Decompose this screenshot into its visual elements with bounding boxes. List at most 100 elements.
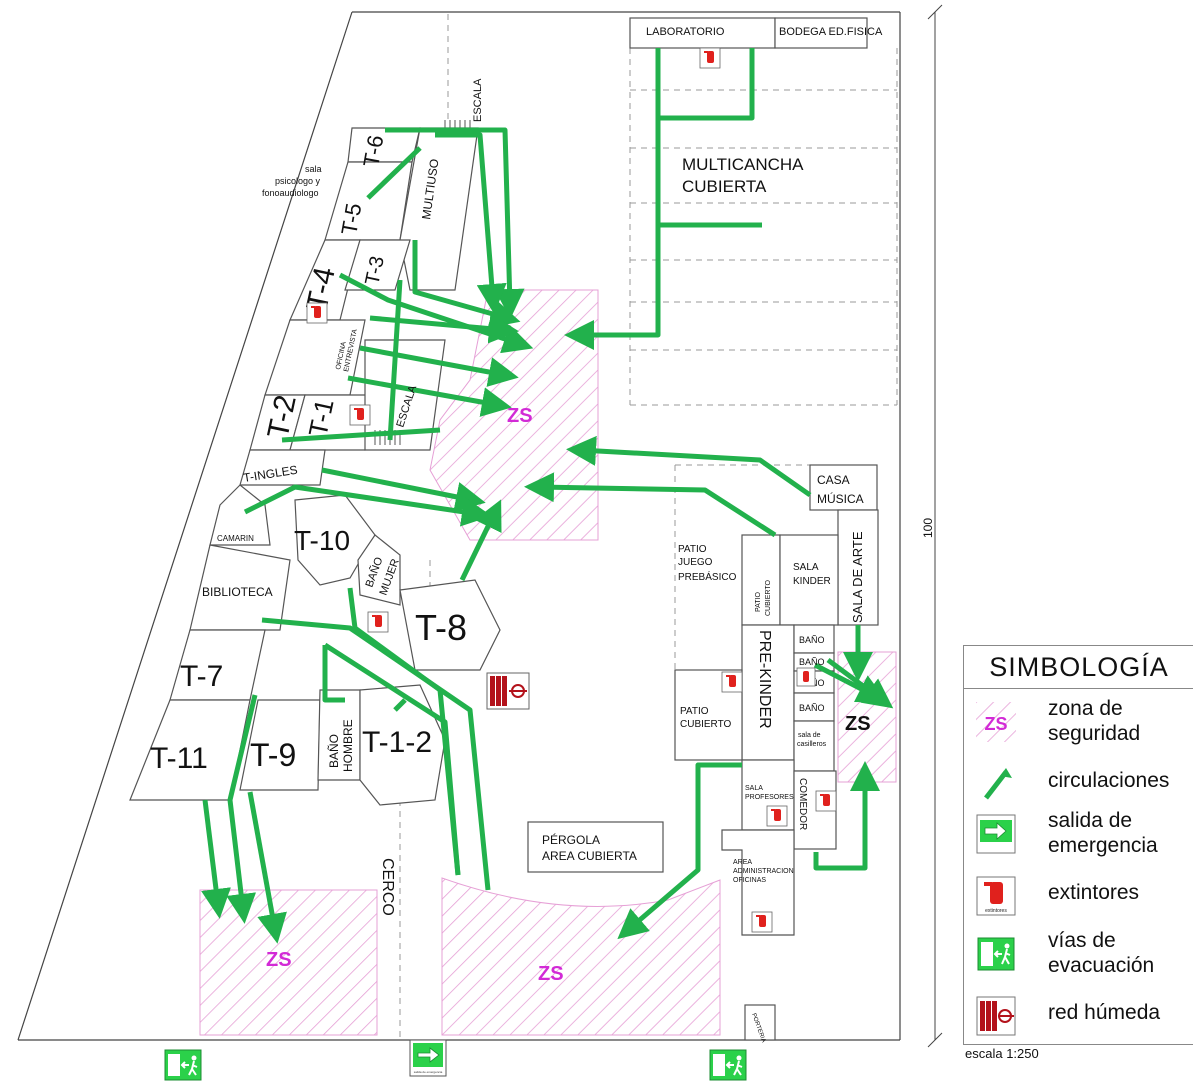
- legend-title: SIMBOLOGÍA: [964, 646, 1193, 689]
- extinguisher-icon: [367, 611, 389, 633]
- room-t3: [344, 239, 411, 291]
- label-bano4: BAÑO: [799, 703, 825, 713]
- route-admin: [617, 762, 742, 940]
- scale-note: escala 1:250: [965, 1046, 1039, 1061]
- label-t8: T-8: [415, 607, 467, 648]
- legend-item-hydrant: red húmeda: [964, 988, 1193, 1046]
- label-t10: T-10: [294, 525, 350, 556]
- safety-zone-southwest: [199, 889, 378, 1036]
- extinguisher-icon: [306, 302, 328, 324]
- route-ingles: [321, 467, 486, 512]
- label-patio-juego-2: JUEGO: [678, 557, 713, 568]
- label-patio-cubierto-1: PATIO: [680, 706, 709, 717]
- room-pre-kinder: [741, 624, 795, 761]
- dimension-label: 100: [921, 518, 935, 538]
- route-multicancha-main: [564, 118, 661, 350]
- legend-item-exit: salida de emergencia: [964, 806, 1193, 864]
- label-bano1: BAÑO: [799, 635, 825, 645]
- label-patio-juego-3: PREBÁSICO: [678, 570, 737, 583]
- label-escala-top: ESCALA: [472, 78, 484, 122]
- legend: SIMBOLOGÍA ZS zona de seguridad circulac…: [963, 645, 1193, 1045]
- label-bano-hombre-1: BAÑO: [327, 734, 341, 768]
- extinguisher-icon: [699, 47, 721, 69]
- svg-text:extintores: extintores: [985, 908, 1007, 914]
- label-patio-cubierto-2: CUBIERTO: [680, 719, 732, 730]
- zs-label-east: ZS: [845, 713, 871, 735]
- route-t11: [201, 799, 231, 919]
- label-bano-hombre-2: HOMBRE: [341, 719, 355, 772]
- route-bano-b: [826, 657, 894, 709]
- label-camarin: CAMARIN: [217, 534, 254, 543]
- room-t12: [359, 684, 446, 806]
- route-casa-musica: [566, 435, 812, 498]
- label-area-admin-1: AREA: [733, 859, 752, 866]
- room-bodega: [774, 17, 868, 49]
- emergency-exit-icon: salida de emergencia: [409, 1039, 447, 1077]
- room-t-ingles: [239, 449, 326, 486]
- safety-zone-south: [441, 877, 721, 1036]
- label-comedor: COMEDOR: [797, 778, 808, 830]
- evacuation-sign-icon: [977, 937, 1015, 971]
- route-multicancha: [655, 48, 755, 121]
- dashed-grid: [399, 14, 898, 1040]
- room-t8: [399, 579, 501, 671]
- label-multicancha-2: CUBIERTA: [682, 177, 767, 196]
- label-bano2: BAÑO: [799, 657, 825, 667]
- legend-item-arrow: circulaciones: [964, 756, 1193, 814]
- room-sala-casilleros: [793, 720, 835, 772]
- label-area-admin-3: OFICINAS: [733, 877, 766, 884]
- svg-text:ZS: ZS: [984, 714, 1007, 734]
- emergency-exit-icon: [976, 814, 1016, 854]
- label-casa-musica-1: CASA: [817, 473, 850, 487]
- extinguisher-icon: [349, 404, 371, 426]
- room-laboratorio: [629, 17, 776, 49]
- room-sala-kinder: [779, 534, 839, 626]
- route-t6b: [435, 132, 507, 314]
- legend-text: extintores: [1048, 881, 1140, 904]
- zs-labels: ZS ZS ZS ZS: [266, 405, 871, 985]
- route-t1: [347, 375, 512, 417]
- route-multiuso: [412, 240, 521, 329]
- route-t2: [281, 427, 441, 443]
- circulation-arrow-icon: [984, 768, 1012, 800]
- safety-zone-icon: ZS: [976, 702, 1016, 742]
- route-escala-vert: [387, 279, 403, 441]
- route-t7: [226, 694, 258, 924]
- route-oficina: [369, 313, 519, 344]
- legend-text: salida de emergencia: [1048, 809, 1158, 857]
- zs-label-southwest: ZS: [266, 949, 292, 971]
- label-bodega: BODEGA ED.FISICA: [779, 26, 883, 38]
- room-casa-musica: [809, 464, 878, 511]
- safety-zones: [199, 289, 897, 1036]
- room-bano1: [793, 624, 835, 654]
- label-biblioteca: BIBLIOTECA: [202, 585, 273, 599]
- legend-item-evacuation: vías de evacuación: [964, 926, 1193, 984]
- extinguisher-icon: extintores: [976, 876, 1016, 916]
- route-t6: [385, 127, 525, 319]
- hydrant-icon: [486, 672, 530, 710]
- label-cerco: CERCO: [379, 858, 396, 916]
- route-t12: [393, 698, 407, 712]
- route-t8: [459, 499, 502, 582]
- evacuation-sign-icon: [709, 1049, 747, 1081]
- route-patio: [524, 472, 777, 538]
- legend-text: zona de seguridad: [1048, 697, 1141, 745]
- room-biblioteca: [189, 544, 291, 631]
- label-laboratorio: LABORATORIO: [646, 26, 725, 38]
- label-sala-profesores-1: SALA: [745, 785, 763, 792]
- label-t9: T-9: [250, 737, 296, 773]
- label-casa-musica-2: MÚSICA: [817, 491, 864, 506]
- label-t7: T-7: [180, 660, 223, 693]
- route-t5: [366, 146, 422, 200]
- route-camarin: [243, 484, 492, 527]
- room-bano-mujer: [357, 534, 401, 606]
- label-pre-kinder: PRE-KINDER: [756, 630, 773, 729]
- label-pergola-2: AREA CUBIERTA: [542, 849, 637, 863]
- label-patio-juego-1: PATIO: [678, 544, 707, 555]
- route-bano-hombre-b: [323, 642, 461, 876]
- room-t9: [239, 699, 321, 791]
- route-oficina-b: [359, 345, 519, 387]
- label-t11: T-11: [150, 742, 208, 775]
- label-sala-casilleros-1: sala de: [798, 732, 821, 739]
